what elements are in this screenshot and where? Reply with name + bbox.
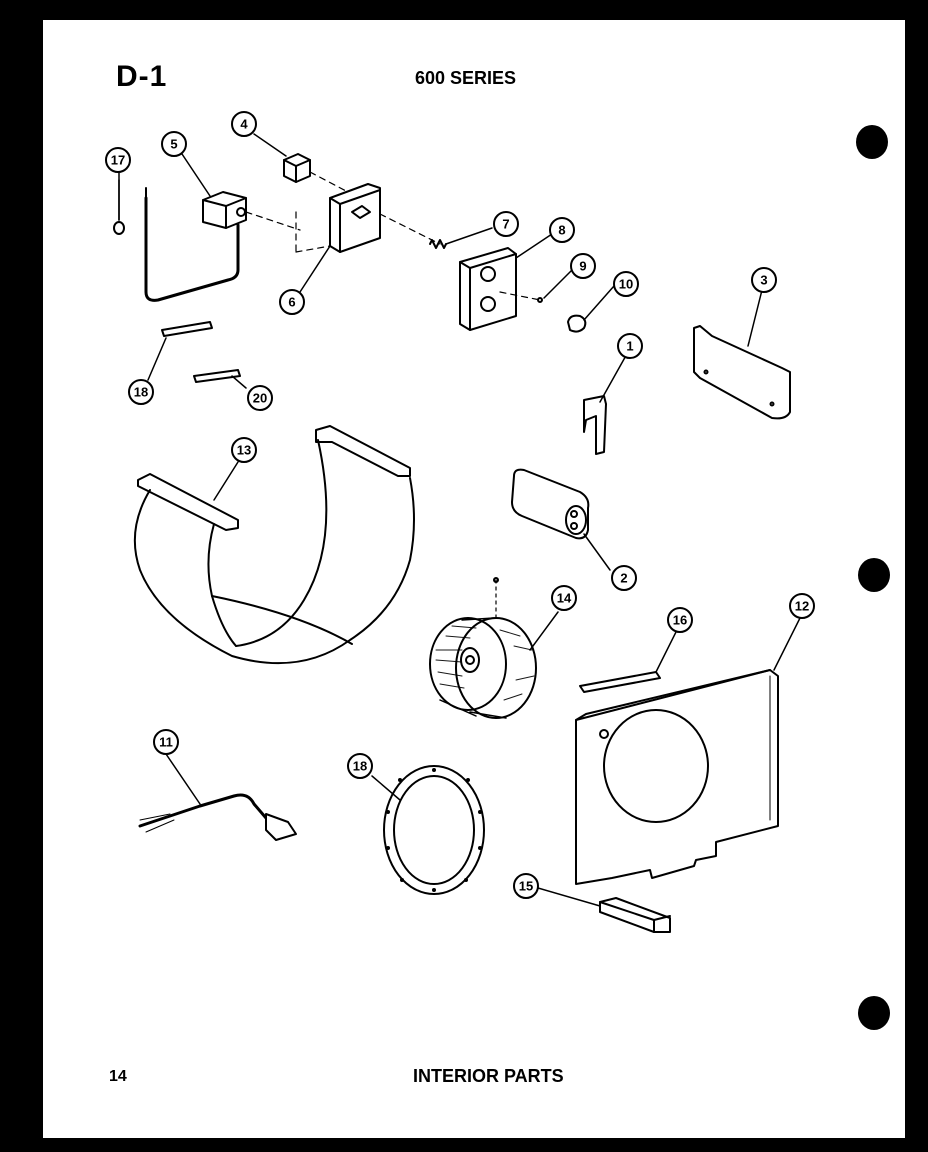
part-foam-block <box>599 897 671 933</box>
part-screw <box>537 297 543 303</box>
callout-9: 9 <box>579 259 586 274</box>
callout-11: 11 <box>159 735 173 750</box>
callout-circles <box>105 111 815 899</box>
callout-18-ring: 18 <box>353 759 367 774</box>
part-spring <box>429 239 447 249</box>
callout-6: 6 <box>288 295 295 310</box>
series-title: 600 SERIES <box>415 68 517 88</box>
callout-7: 7 <box>502 217 509 232</box>
section-code: D-1 <box>116 60 168 93</box>
binder-hole-top <box>856 125 888 159</box>
callout-13: 13 <box>237 443 251 458</box>
callout-16: 16 <box>673 613 687 628</box>
leader-lines <box>118 133 801 907</box>
callout-14: 14 <box>557 591 572 606</box>
part-control-plate <box>459 247 541 331</box>
callout-8: 8 <box>558 223 565 238</box>
part-mounting-bracket <box>295 183 441 253</box>
page-caption: INTERIOR PARTS <box>413 1066 564 1086</box>
parts-sheet: D-1 600 SERIES 14 INTERIOR PARTS <box>43 20 905 1138</box>
binder-hole-middle <box>858 558 890 592</box>
part-switch <box>283 153 349 193</box>
part-tube-upper <box>161 321 213 337</box>
part-tube-lower <box>193 369 241 383</box>
part-capacitor <box>511 468 590 540</box>
callout-2: 2 <box>620 571 627 586</box>
callout-5: 5 <box>170 137 177 152</box>
callout-17: 17 <box>111 153 125 168</box>
callout-4: 4 <box>240 117 248 132</box>
part-orifice-ring <box>383 765 485 895</box>
page-number: 14 <box>109 1068 127 1085</box>
part-power-cord <box>138 793 297 841</box>
callout-12: 12 <box>795 599 809 614</box>
part-blower-panel <box>575 669 779 885</box>
part-panel <box>693 325 791 420</box>
callout-1: 1 <box>626 339 633 354</box>
binder-hole-bottom <box>858 996 890 1030</box>
part-bracket <box>583 395 607 455</box>
part-blower-wheel <box>429 577 537 719</box>
part-thermostat <box>144 187 301 302</box>
part-seal-strip <box>579 671 661 693</box>
part-blower-housing <box>133 425 415 665</box>
callout-3: 3 <box>760 273 767 288</box>
callout-10: 10 <box>619 277 633 292</box>
part-knob <box>567 314 587 333</box>
callout-20: 20 <box>253 391 267 406</box>
callout-15: 15 <box>519 879 533 894</box>
callout-18-tube: 18 <box>134 385 148 400</box>
